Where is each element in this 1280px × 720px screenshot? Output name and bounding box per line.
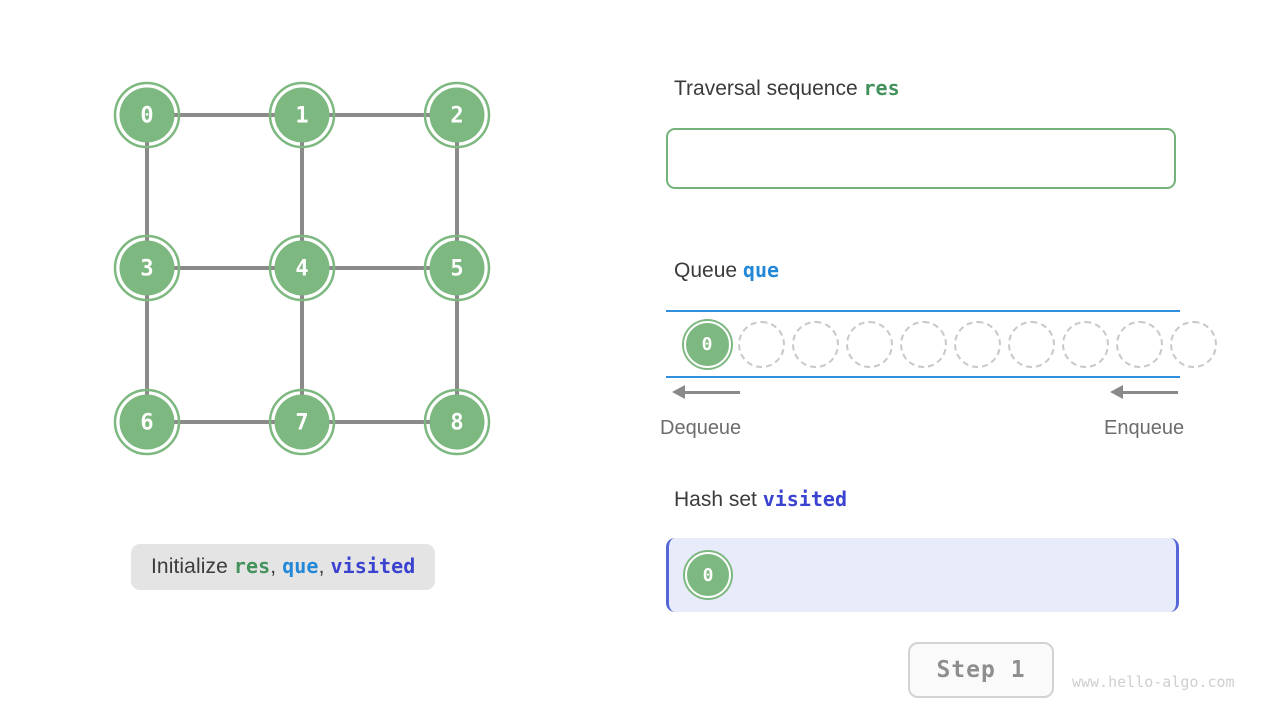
queue-title-prefix: Queue xyxy=(674,259,738,282)
right-panel: Traversal sequence res Queue que 0 Deque… xyxy=(640,0,1280,720)
graph-node-ring xyxy=(268,234,336,302)
queue-empty-slot xyxy=(1007,320,1055,368)
graph-node-ring xyxy=(268,81,336,149)
graph-node-label: 8 xyxy=(450,411,463,436)
caption-sep-2: , xyxy=(318,555,325,578)
graph-node-body xyxy=(274,394,330,450)
graph-node-body xyxy=(119,240,175,296)
graph-node-label: 1 xyxy=(295,104,308,129)
queue-empty-slot xyxy=(791,320,839,368)
dequeue-arrow-line xyxy=(680,391,740,394)
graph-canvas: 0 1 2 3 4 5 6 7 8 xyxy=(113,81,491,456)
graph-node-0[interactable]: 0 xyxy=(113,81,181,149)
queue-section-title: Queue que xyxy=(674,258,779,283)
graph-node-label: 6 xyxy=(140,411,153,436)
queue-empty-slot xyxy=(899,320,947,368)
graph-node-label: 5 xyxy=(450,257,463,282)
dequeue-arrow-head xyxy=(672,385,685,399)
dequeue-arrow-icon xyxy=(672,384,742,400)
enqueue-arrow-line xyxy=(1118,391,1178,394)
graph-node-body xyxy=(429,240,485,296)
res-section-title: Traversal sequence res xyxy=(674,76,900,101)
graph-node-label: 7 xyxy=(295,411,308,436)
graph-node-label: 0 xyxy=(140,104,153,129)
queue-empty-slot xyxy=(737,320,785,368)
graph-node-1[interactable]: 1 xyxy=(268,81,336,149)
graph-node-8[interactable]: 8 xyxy=(423,388,491,456)
caption-var-que: que xyxy=(282,554,319,578)
graph-nodes: 0 1 2 3 4 5 6 7 8 xyxy=(113,81,491,456)
graph-node-7[interactable]: 7 xyxy=(268,388,336,456)
queue-rule-bottom xyxy=(666,376,1180,378)
caption-sep-1: , xyxy=(270,555,277,578)
queue-empty-slot xyxy=(845,320,893,368)
caption-prefix: Initialize xyxy=(151,555,228,578)
visited-title-prefix: Hash set xyxy=(674,488,757,511)
enqueue-label: Enqueue xyxy=(1104,417,1185,439)
graph-node-2[interactable]: 2 xyxy=(423,81,491,149)
queue-slot xyxy=(950,316,1004,372)
graph-node-6[interactable]: 6 xyxy=(113,388,181,456)
dequeue-label: Dequeue xyxy=(660,417,742,439)
queue-container: 0 xyxy=(666,310,1217,378)
res-title-var: res xyxy=(863,76,900,100)
graph-node-ring xyxy=(113,388,181,456)
graph-node-body xyxy=(119,394,175,450)
graph-node-body xyxy=(274,240,330,296)
caption-var-visited: visited xyxy=(330,554,416,578)
graph-node-body xyxy=(429,87,485,143)
graph-node-ring xyxy=(113,234,181,302)
graph-node-body xyxy=(274,87,330,143)
queue-slot xyxy=(896,316,950,372)
queue-title-var: que xyxy=(742,258,780,282)
graph-node-ring xyxy=(113,81,181,149)
caption-var-res: res xyxy=(233,554,271,578)
queue-rule-top xyxy=(666,310,1180,312)
queue-slot: 0 xyxy=(680,316,734,372)
visited-item: 0 xyxy=(685,552,731,598)
queue-slot xyxy=(734,316,788,372)
watermark: www.hello-algo.com xyxy=(1072,673,1235,691)
queue-cells: 0 xyxy=(680,316,1220,372)
graph-node-label: 2 xyxy=(450,104,463,129)
queue-empty-slot xyxy=(1061,320,1109,368)
enqueue-arrow-head xyxy=(1110,385,1123,399)
visited-container: 0 xyxy=(666,538,1179,612)
res-title-prefix: Traversal sequence xyxy=(674,77,858,100)
caption-box: Initialize res, que, visited xyxy=(131,544,436,590)
queue-empty-slot xyxy=(1115,320,1163,368)
visited-section-title: Hash set visited xyxy=(674,487,847,512)
res-container xyxy=(666,128,1176,189)
graph-node-label: 3 xyxy=(140,257,153,282)
graph-panel: 0 1 2 3 4 5 6 7 8 xyxy=(0,0,620,720)
graph-node-ring xyxy=(423,234,491,302)
queue-item: 0 xyxy=(683,320,731,368)
graph-node-4[interactable]: 4 xyxy=(268,234,336,302)
graph-node-label: 4 xyxy=(295,257,308,282)
visited-title-var: visited xyxy=(762,487,848,511)
queue-empty-slot xyxy=(1169,320,1217,368)
queue-slot xyxy=(1112,316,1166,372)
queue-slot xyxy=(1004,316,1058,372)
queue-slot xyxy=(788,316,842,372)
graph-node-body xyxy=(429,394,485,450)
graph-node-ring xyxy=(268,388,336,456)
graph-node-3[interactable]: 3 xyxy=(113,234,181,302)
queue-slot xyxy=(1058,316,1112,372)
queue-slot xyxy=(842,316,896,372)
graph-node-ring xyxy=(423,388,491,456)
queue-slot xyxy=(1166,316,1220,372)
graph-node-ring xyxy=(423,81,491,149)
step-badge: Step 1 xyxy=(908,642,1054,698)
graph-node-5[interactable]: 5 xyxy=(423,234,491,302)
graph-node-body xyxy=(119,87,175,143)
enqueue-arrow-icon xyxy=(1110,384,1180,400)
queue-empty-slot xyxy=(953,320,1001,368)
